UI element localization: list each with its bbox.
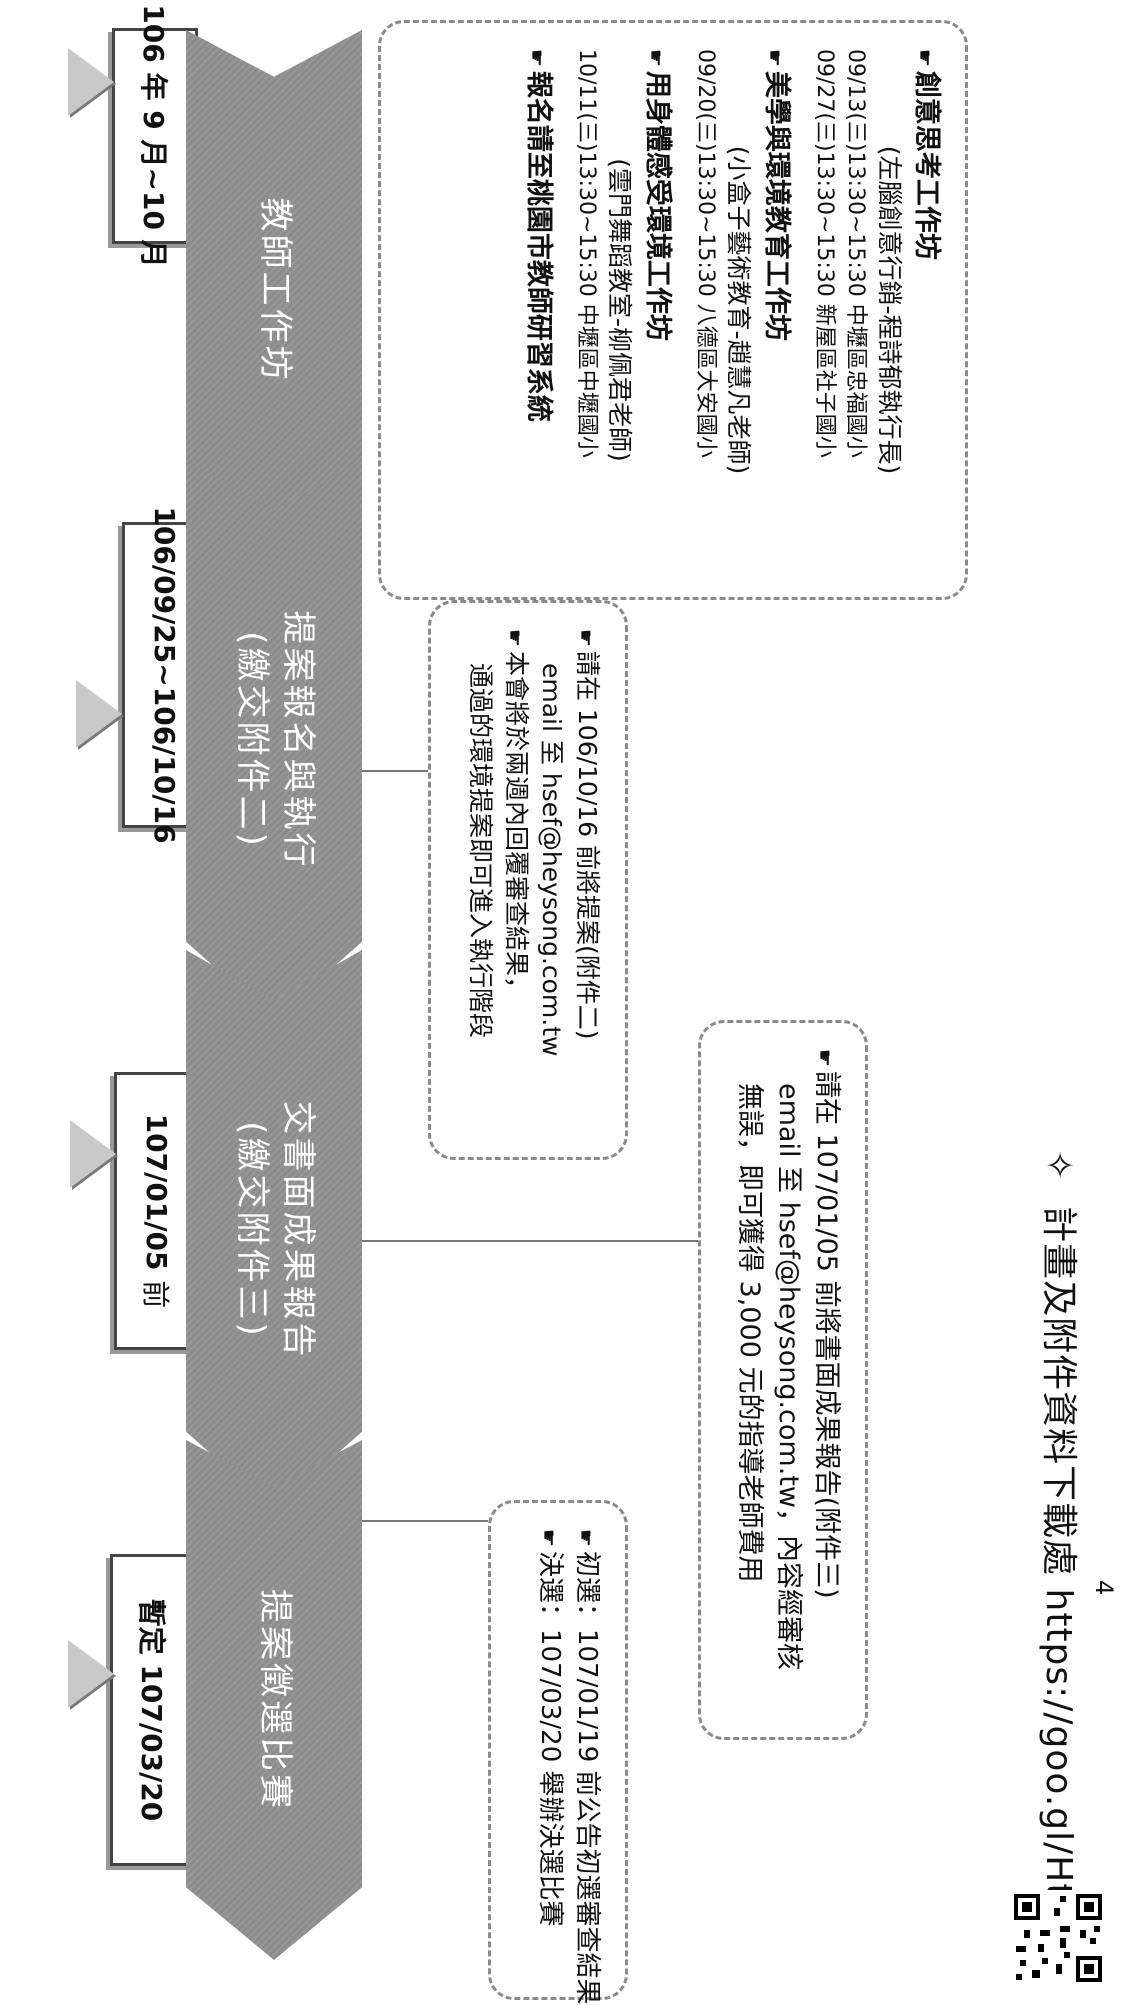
- workshop-1-session-1: 09/13(三)13:30~15:30 中壢區忠福國小: [843, 49, 869, 458]
- stage1-date: 106 年 9 月~10 月: [137, 4, 170, 268]
- stage4-date: 暫定 107/03/20: [135, 1598, 168, 1822]
- pointing-hand-icon: ☛: [524, 49, 549, 67]
- stage1-pointer: [68, 48, 114, 116]
- stage3-pointer: [70, 1120, 116, 1188]
- report-box: ☛請在 107/01/05 前將書面成果報告(附件三) email 至 hsef…: [698, 1020, 868, 1740]
- pointing-hand-icon: ☛: [503, 629, 527, 647]
- proposal-line-1: ☛請在 106/10/16 前將提案(附件二): [573, 629, 602, 1040]
- proposal-line-3: ☛本會將於兩週內回覆審查結果，: [502, 629, 531, 1001]
- pointing-hand-icon: ☛: [643, 49, 668, 67]
- stage1-arrow: 教師工作坊: [186, 30, 362, 550]
- contest-line-2: ☛決選：107/03/20 舉辦決選比賽: [535, 1529, 566, 1927]
- proposal-line-2: email 至 hsef@heysong.com.tw: [537, 663, 567, 1057]
- workshop-2-session-1: 09/20(三)13:30~15:30 八德區大安國小: [692, 49, 718, 458]
- workshop-3-session-1: 10/11(三)13:30~15:30 中壢區中壢國小: [573, 49, 599, 458]
- stage2-title: 提案報名與執行: [277, 610, 318, 870]
- stage4-pointer: [68, 1640, 114, 1708]
- workshop-1-title: ☛創意思考工作坊: [911, 49, 942, 260]
- stage1-title: 教師工作坊: [254, 197, 295, 383]
- connector-contest: [362, 1520, 488, 1524]
- footer-download-line: ✧ 計畫及附件資料下載處 https://goo.gl/HtC3Pi: [1036, 1150, 1088, 1981]
- qr-code-icon: [1010, 1890, 1106, 1986]
- stage2-date: 106/09/25~106/10/16: [148, 506, 182, 844]
- workshop-2-title: ☛美學與環境教育工作坊: [760, 49, 792, 341]
- report-line-2: email 至 hsef@heysong.com.tw，內容經審核: [772, 1083, 804, 1670]
- workshop-box: ☛創意思考工作坊 (左腦創意行銷-程詩郁執行長) 09/13(三)13:30~1…: [378, 20, 968, 600]
- report-line-3: 無誤，即可獲得 3,000 元的指導老師費用: [734, 1083, 766, 1583]
- connector-report: [362, 1240, 698, 1244]
- page-number: 4: [1090, 1580, 1118, 1596]
- workshop-3-speaker: (雲門舞蹈教室-柳佩君老師): [605, 158, 635, 462]
- stage3-arrow: 交書面成果報告 (繳交附件三): [186, 950, 362, 1510]
- stage3-date: 107/01/05: [140, 1113, 174, 1271]
- stage2-arrow: 提案報名與執行 (繳交附件二): [186, 460, 362, 1020]
- workshop-1-speaker: (左腦創意行銷-程詩郁執行長): [874, 145, 904, 475]
- pointing-hand-icon: ☛: [537, 1529, 562, 1547]
- stage4-arrow: 提案徵選比賽: [186, 1440, 362, 1960]
- sparkle-icon: ✧: [1038, 1150, 1079, 1182]
- workshop-3-title: ☛用身體感受環境工作坊: [641, 49, 673, 341]
- pointing-hand-icon: ☛: [574, 1529, 598, 1547]
- workshop-signup: ☛報名請至桃園市教師研習系統: [522, 49, 554, 422]
- stage3-date-suffix: 前: [139, 1280, 172, 1309]
- download-text[interactable]: 計畫及附件資料下載處 https://goo.gl/HtC3Pi: [1038, 1206, 1079, 1982]
- stage3-title: 交書面成果報告: [277, 1100, 318, 1360]
- connector-proposal: [362, 770, 438, 774]
- pointing-hand-icon: ☛: [913, 49, 937, 67]
- stage3-subtitle: (繳交附件三): [232, 1121, 272, 1339]
- stage2-subtitle: (繳交附件二): [232, 631, 272, 849]
- stage1-date-box: 106 年 9 月~10 月: [112, 4, 198, 268]
- contest-box: ☛初選：107/01/19 前公告初選審查結果 ☛決選：107/03/20 舉辦…: [488, 1500, 628, 2005]
- proposal-box: ☛請在 106/10/16 前將提案(附件二) email 至 hsef@hey…: [428, 600, 628, 1160]
- stage4-date-box: 暫定 107/03/20: [110, 1554, 196, 1866]
- report-line-1: ☛請在 107/01/05 前將書面成果報告(附件三): [811, 1049, 842, 1599]
- stage2-pointer: [76, 680, 122, 748]
- pointing-hand-icon: ☛: [574, 629, 598, 647]
- contest-line-1: ☛初選：107/01/19 前公告初選審查結果: [572, 1529, 602, 2005]
- qr-code: [1010, 1890, 1106, 1986]
- stage4-title: 提案徵選比賽: [254, 1589, 295, 1811]
- workshop-1-session-2: 09/27(三)13:30~15:30 新屋區社子國小: [811, 49, 837, 458]
- proposal-line-4: 通過的環境提案即可進入執行階段: [466, 663, 496, 1039]
- pointing-hand-icon: ☛: [762, 49, 787, 67]
- pointing-hand-icon: ☛: [813, 1049, 837, 1067]
- workshop-2-speaker: (小盒子藝術教育-趙慧凡老師): [724, 145, 754, 475]
